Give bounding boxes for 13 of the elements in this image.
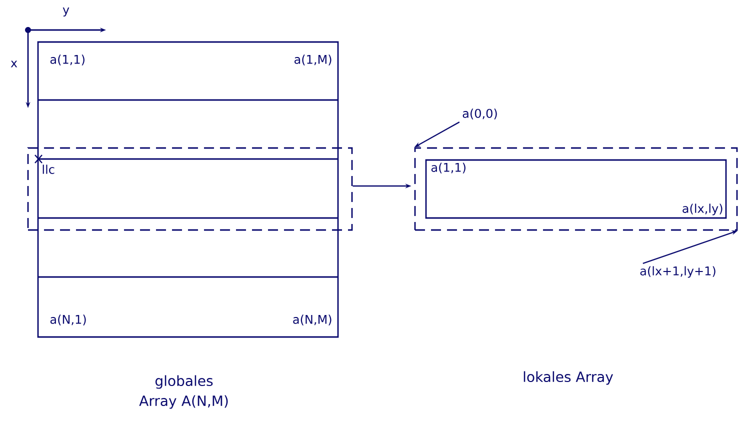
- node-label: globales Array A(N,M): [139, 375, 228, 409]
- leader-text: a(0,0): [462, 108, 497, 120]
- leader-text: a(lx+1,ly+1): [640, 266, 716, 278]
- local-array-box: [414, 147, 738, 231]
- corner-label: a(1,1): [50, 54, 84, 66]
- array-box: a(1,1) a(lx,ly): [425, 159, 727, 219]
- corner-label: a(1,M): [294, 54, 332, 66]
- corner-label: a(N,M): [293, 314, 332, 326]
- selection-box: llc: [27, 147, 353, 231]
- axis-label: y: [62, 7, 70, 17]
- axis-label: x: [10, 60, 18, 68]
- caption: lokales Array: [524, 371, 614, 385]
- corner-label: a(N,1): [50, 314, 86, 326]
